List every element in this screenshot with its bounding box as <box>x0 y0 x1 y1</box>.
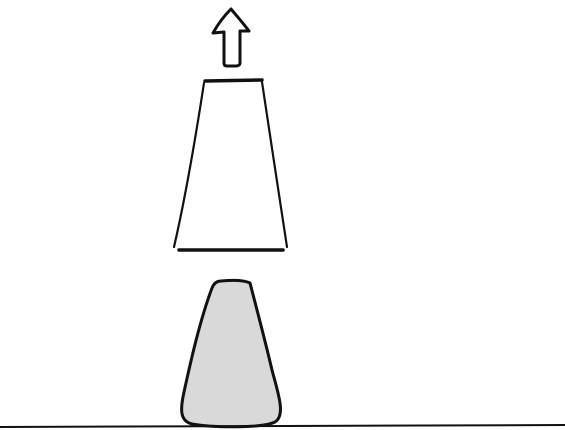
open-cup <box>174 80 287 250</box>
solid-block <box>182 280 281 426</box>
up-arrow-icon <box>213 9 249 66</box>
ground-line <box>0 425 565 427</box>
